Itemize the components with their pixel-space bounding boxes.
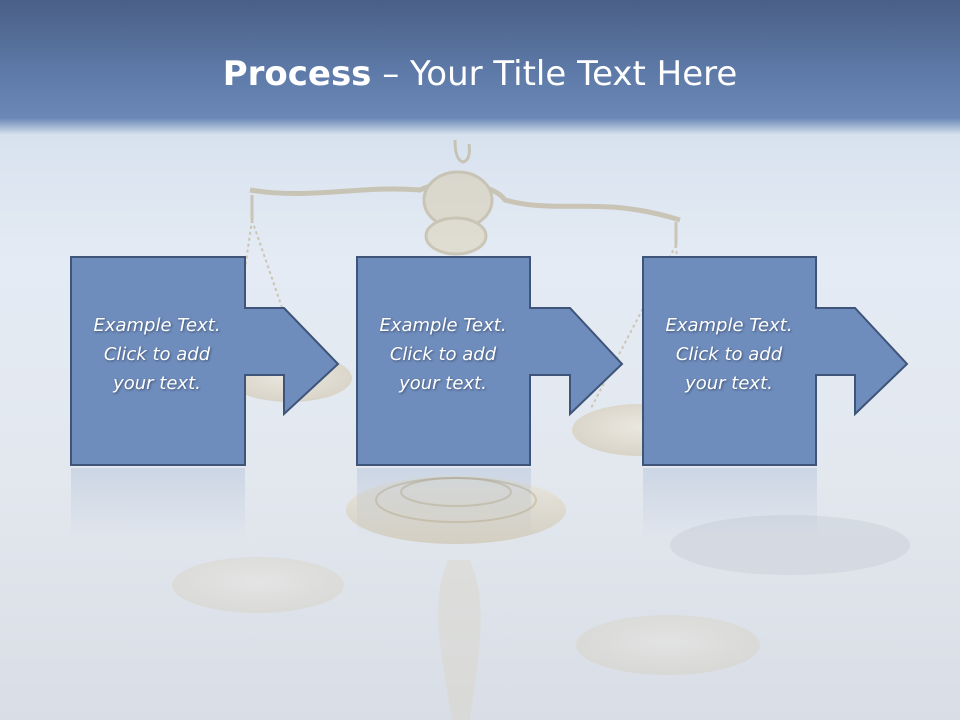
step-text-line: your text. — [113, 373, 201, 394]
step-text[interactable]: Example Text. Click to add your text. — [76, 311, 238, 398]
title-bold-text: Process — [222, 54, 372, 94]
step-text-line: Click to add — [389, 344, 497, 365]
title-rest-text: – Your Title Text Here — [371, 54, 738, 94]
step-text-line: Example Text. — [93, 315, 221, 336]
step-text-line: Example Text. — [665, 315, 793, 336]
arrow-box-shape — [642, 256, 909, 466]
step-text-line: Click to add — [675, 344, 783, 365]
process-step-2[interactable]: Example Text. Click to add your text. — [356, 256, 624, 466]
step-text[interactable]: Example Text. Click to add your text. — [362, 311, 524, 398]
process-step-1[interactable]: Example Text. Click to add your text. — [70, 256, 340, 466]
step-reflection — [71, 468, 245, 538]
step-text-line: Example Text. — [379, 315, 507, 336]
step-text-line: your text. — [399, 373, 487, 394]
slide-title[interactable]: Process – Your Title Text Here — [0, 52, 960, 96]
step-text[interactable]: Example Text. Click to add your text. — [648, 311, 810, 398]
arrow-box-shape — [70, 256, 340, 466]
step-reflection — [357, 468, 531, 538]
step-text-line: your text. — [685, 373, 773, 394]
arrow-box-shape — [356, 256, 624, 466]
step-text-line: Click to add — [103, 344, 211, 365]
step-reflection — [643, 468, 817, 538]
process-step-3[interactable]: Example Text. Click to add your text. — [642, 256, 909, 466]
